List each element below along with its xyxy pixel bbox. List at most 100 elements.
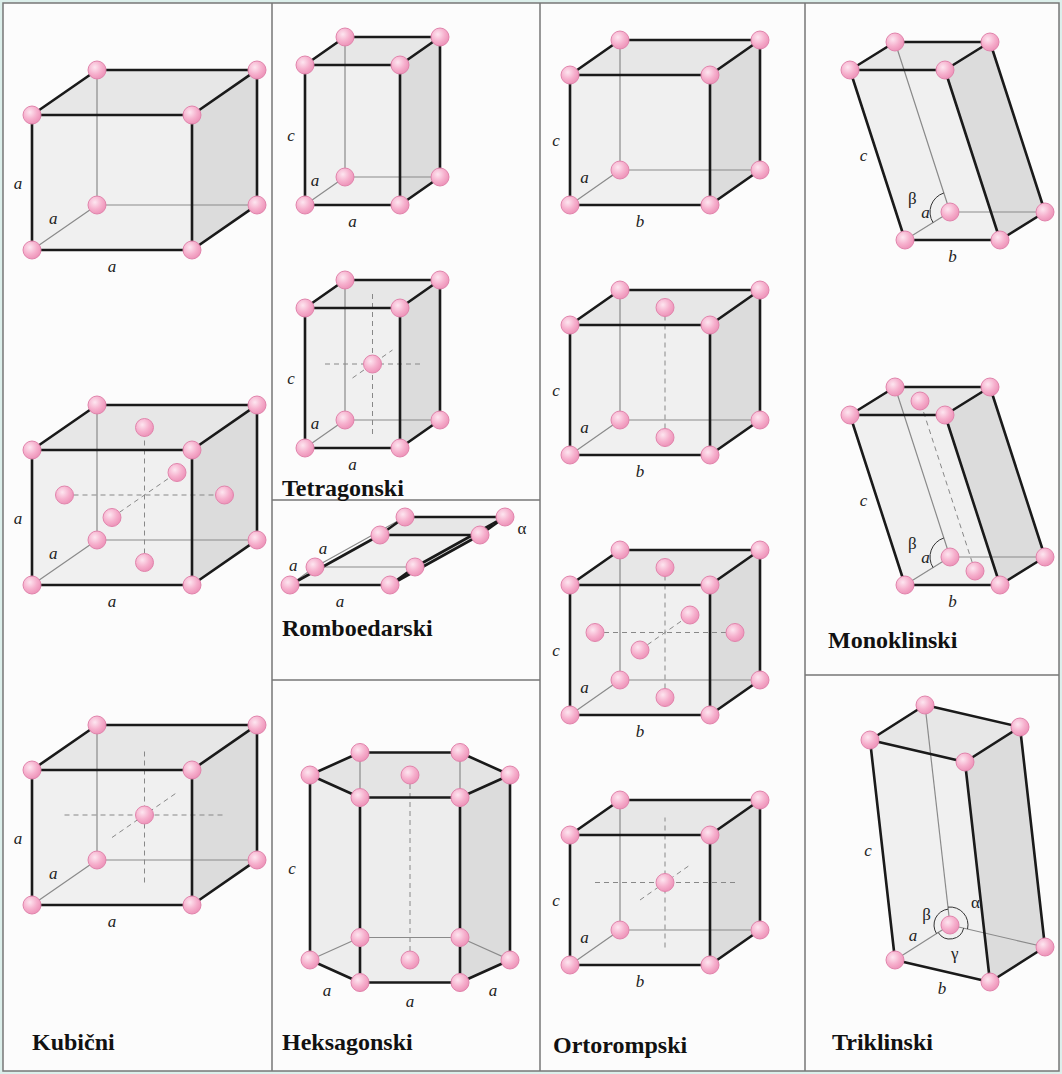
- panel-divider: [271, 3, 273, 1071]
- lattice-point: [561, 446, 579, 464]
- cell-edge: [709, 585, 712, 715]
- axis-label: a: [580, 419, 589, 436]
- cell-edge: [759, 550, 762, 680]
- lattice-point: [136, 554, 154, 572]
- lattice-point: [23, 441, 41, 459]
- lattice-point: [88, 396, 106, 414]
- lattice-point: [496, 508, 514, 526]
- cell-face: [32, 405, 257, 585]
- cell-edge: [32, 725, 97, 770]
- axis-label: b: [636, 213, 645, 230]
- lattice-point: [183, 576, 201, 594]
- lattice-point: [351, 928, 369, 946]
- cell-face: [870, 705, 1045, 982]
- lattice-point: [681, 606, 699, 624]
- axis-label: c: [552, 642, 560, 659]
- angle-arc: [934, 909, 948, 933]
- lattice-point: [23, 241, 41, 259]
- cell-edge: [570, 834, 710, 837]
- axis-label: a: [348, 213, 357, 230]
- lattice-point: [1036, 203, 1054, 221]
- cell-edge: [31, 770, 34, 905]
- lattice-point: [351, 974, 369, 992]
- hidden-edge: [620, 419, 760, 420]
- lattice-point: [861, 731, 879, 749]
- cell-face: [32, 70, 257, 250]
- lattice-point: [911, 392, 929, 410]
- lattice-point: [248, 851, 266, 869]
- lattice-point: [88, 851, 106, 869]
- cell-edge: [870, 740, 895, 960]
- cell-edge: [192, 860, 257, 905]
- hidden-edge: [344, 280, 345, 420]
- panel-divider: [804, 3, 806, 1071]
- axis-label: a: [580, 929, 589, 946]
- cell-edge: [905, 239, 1000, 242]
- cell-edge: [570, 714, 710, 717]
- lattice-point: [183, 241, 201, 259]
- cell-face: [570, 40, 760, 75]
- lattice-point: [281, 576, 299, 594]
- axis-label: a: [14, 174, 23, 191]
- cell-edge: [570, 74, 710, 77]
- axis-label: a: [14, 509, 23, 526]
- axis-label: a: [49, 209, 58, 226]
- lattice-point: [183, 106, 201, 124]
- cell-edge: [97, 724, 257, 727]
- cell-edge: [97, 404, 257, 407]
- lattice-point: [88, 61, 106, 79]
- system-title: Heksagonski: [282, 1030, 413, 1054]
- cell-edge: [570, 324, 710, 327]
- axis-label: a: [319, 540, 328, 557]
- cell-edge: [305, 204, 400, 207]
- lattice-point: [216, 486, 234, 504]
- lattice-point: [611, 921, 629, 939]
- cell-edge: [850, 415, 905, 585]
- hidden-edge: [619, 800, 620, 930]
- cell-edge: [192, 205, 257, 250]
- cell-face: [305, 37, 440, 65]
- guide-line: [410, 775, 411, 960]
- lattice-point: [561, 196, 579, 214]
- hidden-edge: [96, 70, 97, 205]
- axis-label: a: [49, 864, 58, 881]
- lattice-point: [351, 789, 369, 807]
- cell-edge: [305, 64, 400, 67]
- lattice-point: [981, 378, 999, 396]
- lattice-point: [966, 562, 984, 580]
- lattice-point: [136, 419, 154, 437]
- cell-edge: [569, 75, 572, 205]
- lattice-point: [991, 231, 1009, 249]
- hidden-edge: [620, 169, 760, 170]
- lattice-point: [701, 956, 719, 974]
- cell-edge: [290, 535, 380, 585]
- lattice-point: [561, 826, 579, 844]
- cell-edge: [709, 835, 712, 965]
- guide-line: [112, 793, 177, 838]
- lattice-point: [296, 196, 314, 214]
- cell-face: [850, 42, 990, 70]
- cell-edge: [360, 981, 460, 984]
- cell-edge: [304, 65, 307, 205]
- lattice-point: [751, 791, 769, 809]
- cell-face: [570, 800, 760, 965]
- lattice-point: [936, 406, 954, 424]
- lattice-point: [1011, 718, 1029, 736]
- lattice-point: [431, 271, 449, 289]
- cell-edge: [380, 534, 480, 537]
- axis-label: a: [108, 913, 117, 930]
- lattice-point: [168, 464, 186, 482]
- cell-edge: [990, 42, 1045, 212]
- system-title: Monoklinski: [828, 628, 957, 652]
- axis-label: a: [348, 456, 357, 473]
- cell-face: [945, 387, 1045, 585]
- lattice-point: [371, 526, 389, 544]
- lattice-point: [896, 576, 914, 594]
- angle-arc: [948, 907, 968, 929]
- cell-edge: [709, 75, 712, 205]
- cell-face: [570, 40, 760, 205]
- cell-edge: [850, 414, 945, 417]
- lattice-point: [391, 299, 409, 317]
- panel-frame: [3, 3, 1059, 1071]
